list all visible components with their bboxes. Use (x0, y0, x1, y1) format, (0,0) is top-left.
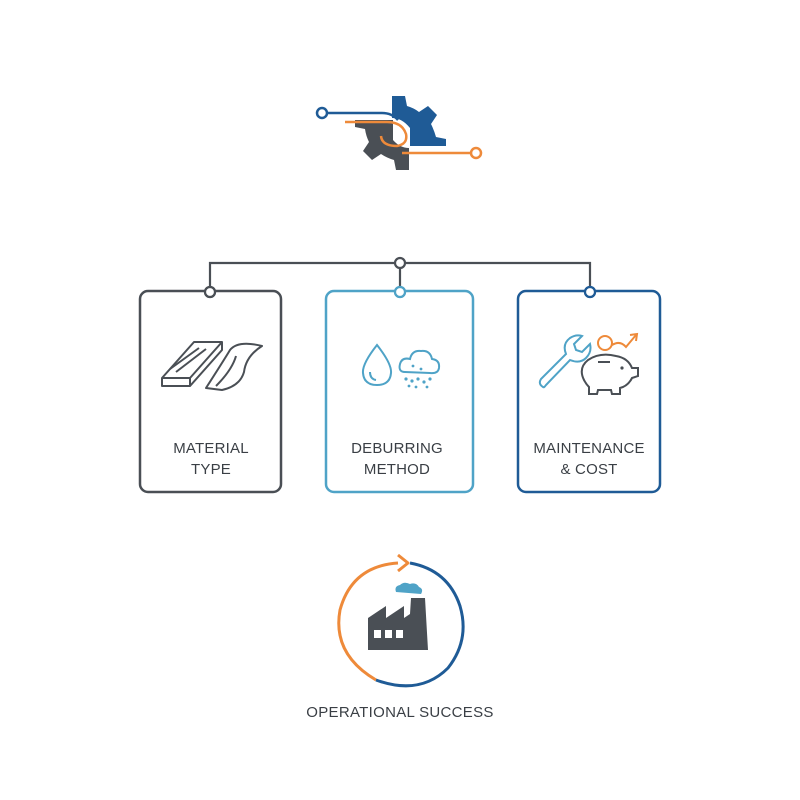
deburring-method-label-line1: DEBURRING (351, 440, 443, 457)
factory-cycle-icon (337, 553, 465, 688)
maintenance-cost-label-line2: & COST (560, 461, 618, 478)
deburring-method-label: DEBURRING METHOD (327, 438, 467, 480)
material-type-label-line2: TYPE (191, 461, 231, 478)
material-type-label-line1: MATERIAL (173, 440, 249, 457)
water-drop-cloud-icon (361, 343, 441, 389)
maintenance-cost-label-line1: MAINTENANCE (533, 440, 645, 457)
maintenance-cost-label: MAINTENANCE & COST (519, 438, 659, 480)
deburring-method-label-line2: METHOD (363, 461, 431, 478)
material-type-label: MATERIAL TYPE (141, 438, 281, 480)
wrench-piggy-bank-icon (538, 332, 639, 395)
operational-success-label: OPERATIONAL SUCCESS (306, 704, 494, 721)
gear-circuit-icon (315, 96, 483, 170)
material-sheets-icon (161, 341, 263, 391)
